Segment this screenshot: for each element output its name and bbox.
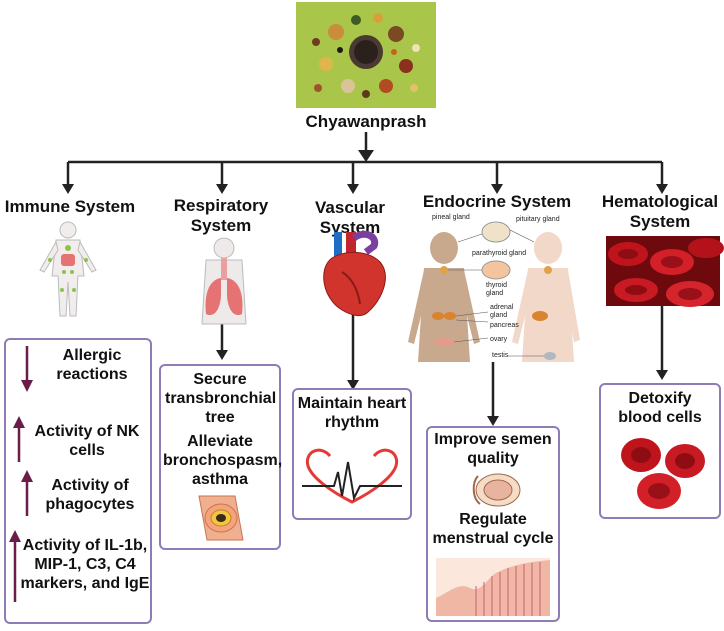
- hematological-effects-box: Detoxify blood cells: [599, 383, 721, 519]
- increase-arrow-icon: [13, 416, 25, 462]
- decrease-arrow-icon: [21, 346, 33, 392]
- adrenal-gland-label: adrenal gland: [490, 304, 514, 319]
- uterine-lining-icon: [436, 558, 550, 616]
- effect-transbronchial-tree: Secure transbronchial tree: [165, 371, 277, 426]
- thyroid-gland-label: thyroid gland: [486, 282, 508, 297]
- effect-menstrual-cycle: Regulate menstrual cycle: [432, 511, 554, 547]
- endocrine-system-title: Endocrine System: [422, 192, 572, 211]
- effect-heart-rhythm: Maintain heart rhythm: [297, 395, 407, 431]
- human-body-immune-icon: [39, 221, 97, 317]
- heart-icon: [323, 230, 386, 317]
- effect-nk-cells: Activity of NK cells: [34, 423, 140, 459]
- pituitary-gland-label: pituitary gland: [516, 216, 560, 223]
- respiratory-effects-box: Secure transbronchial tree Alleviate bro…: [159, 364, 283, 550]
- effect-allergic-reactions: Allergic reactions: [56, 347, 128, 383]
- effect-detoxify-blood: Detoxify blood cells: [618, 390, 702, 426]
- pineal-gland-label: pineal gland: [432, 214, 470, 221]
- red-blood-cells-photo-icon: [606, 236, 724, 307]
- parathyroid-gland-label: parathyroid gland: [472, 250, 527, 257]
- effect-il1b-markers: Activity of IL-1b, MIP-1, C3, C4 markers…: [20, 537, 150, 592]
- vascular-effects-box: Maintain heart rhythm: [292, 388, 412, 520]
- effect-phagocytes: Activity of phagocytes: [45, 477, 135, 513]
- immune-effects-box: Allergic reactions Activity of NK cells …: [4, 338, 152, 624]
- effect-semen-quality: Improve semen quality: [434, 431, 552, 467]
- herbs-spices-icon: [296, 2, 436, 108]
- heartbeat-ecg-icon: [302, 448, 402, 504]
- ovary-label: ovary: [490, 336, 508, 343]
- effect-bronchospasm-asthma: Alleviate bronchospasm, asthma: [163, 433, 283, 488]
- respiratory-system-title: Respiratory System: [173, 196, 269, 235]
- endocrine-glands-figure: pineal gland pituitary gland parathyroid…: [404, 212, 580, 362]
- pancreas-label: pancreas: [490, 322, 519, 329]
- testis-label: testis: [492, 352, 509, 359]
- increase-arrow-icon: [9, 530, 21, 602]
- bronchus-cross-section-icon: [198, 495, 244, 541]
- herbs-spices-image: [296, 2, 436, 108]
- endocrine-effects-box: Improve semen quality Regulate menstrual…: [426, 426, 560, 622]
- immune-system-title: Immune System: [4, 197, 136, 216]
- hematological-system-title: Hematological System: [601, 192, 719, 231]
- endocrine-glands-body-icon: [408, 221, 580, 362]
- lungs-icon: [201, 237, 247, 325]
- red-blood-cells-icon: [621, 438, 705, 509]
- root-label: Chyawanprash: [305, 112, 427, 131]
- testis-cross-section-icon: [472, 473, 521, 507]
- increase-arrow-icon: [21, 470, 33, 516]
